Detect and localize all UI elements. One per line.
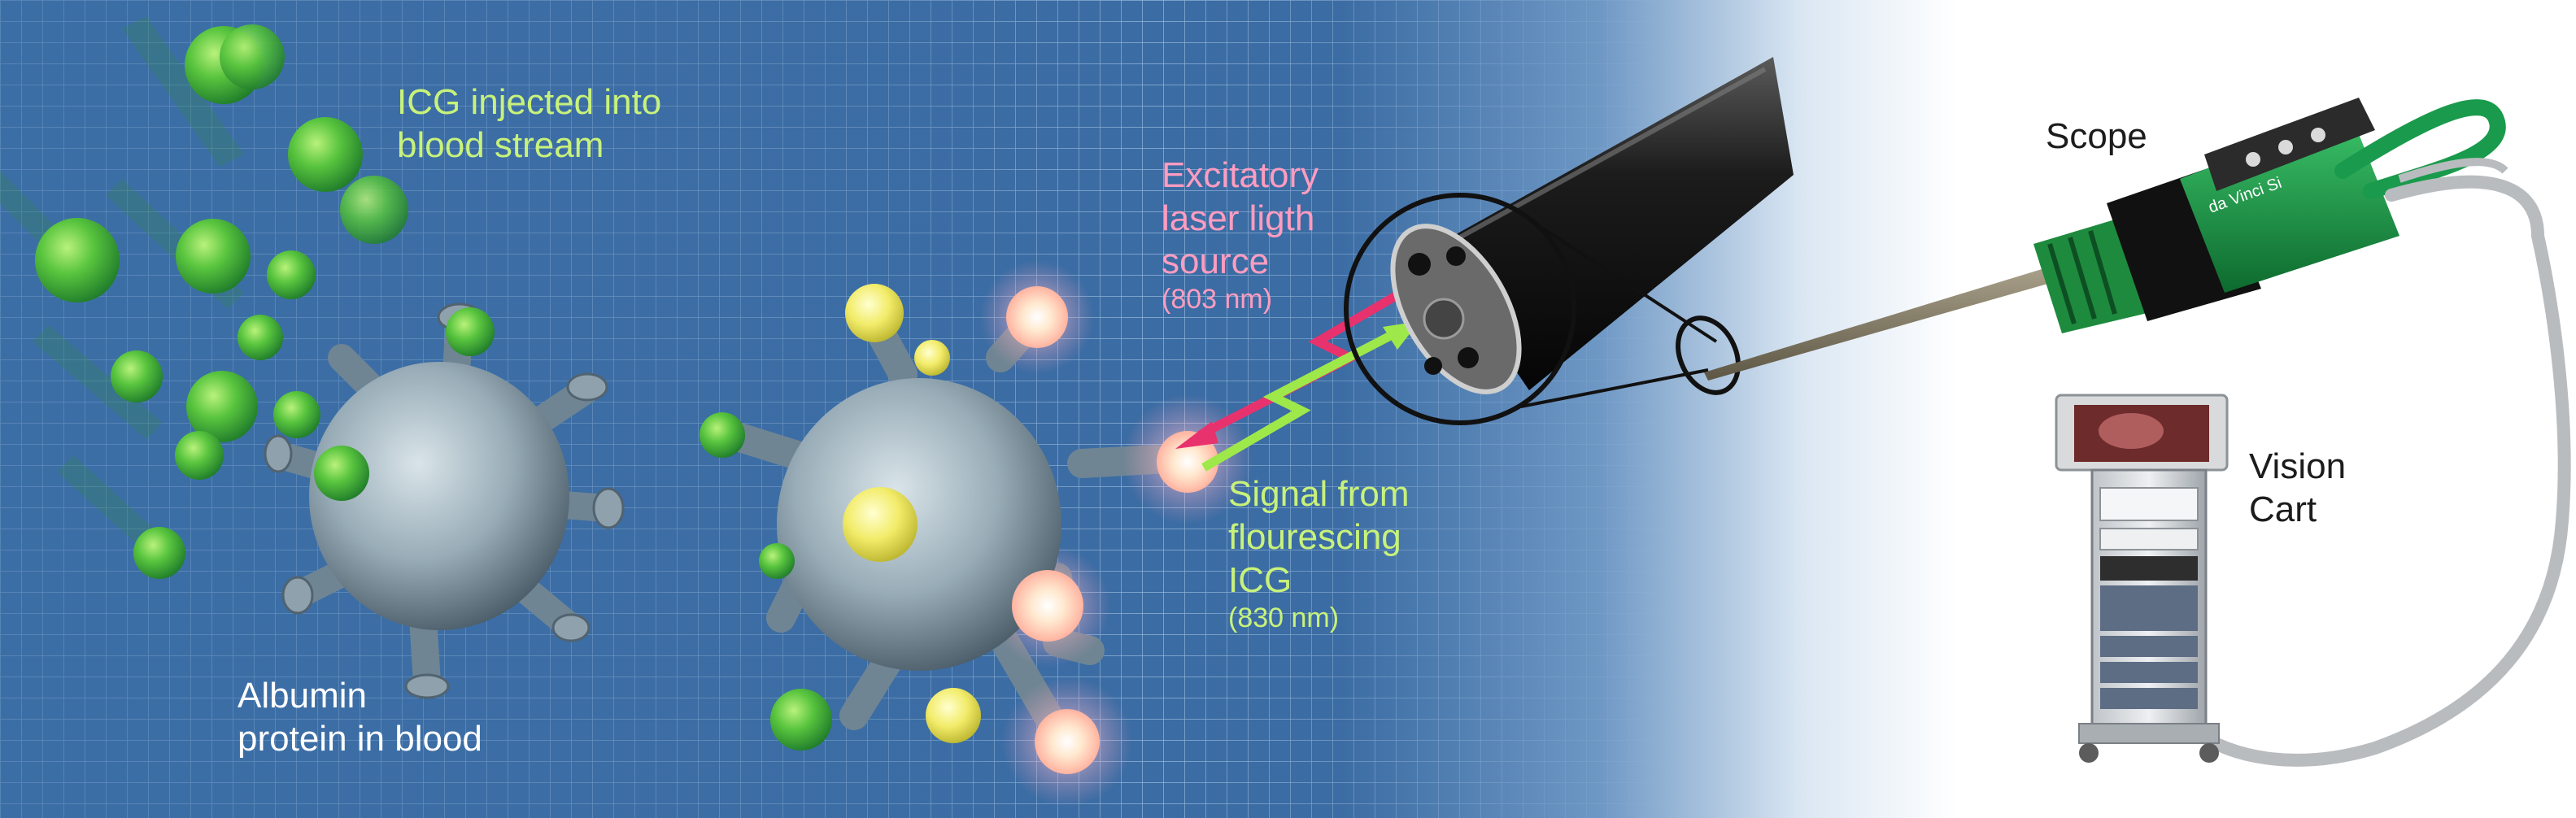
excitatory-label-line: source bbox=[1162, 241, 1319, 284]
icg-particle bbox=[220, 24, 285, 89]
excitatory-laser-label: Excitatory laser ligth source (803 nm) bbox=[1162, 154, 1319, 316]
icg-particle bbox=[340, 176, 408, 244]
icg-particle bbox=[133, 527, 185, 579]
icg-label-line: blood stream bbox=[397, 124, 661, 168]
icg-injection-label: ICG injected into blood stream bbox=[397, 81, 661, 168]
glowing-icg bbox=[1006, 286, 1068, 348]
excitatory-label-line: Excitatory bbox=[1162, 154, 1319, 198]
icg-particle bbox=[176, 219, 251, 294]
scope-label-text: Scope bbox=[2046, 115, 2147, 159]
green-icg bbox=[770, 689, 832, 751]
icg-particle bbox=[175, 431, 224, 480]
green-icg bbox=[759, 543, 795, 579]
icg-label-line: ICG injected into bbox=[397, 81, 661, 124]
icg-particle bbox=[35, 218, 120, 302]
green-icg bbox=[700, 412, 745, 458]
icg-particle bbox=[267, 250, 316, 299]
albumin-label-line: protein in blood bbox=[238, 718, 482, 761]
albumin-label-line: Albumin bbox=[238, 675, 482, 718]
icg-particle bbox=[111, 350, 163, 402]
yellow-icg bbox=[914, 340, 950, 376]
excitatory-wavelength: (803 nm) bbox=[1162, 283, 1319, 316]
bound-icg bbox=[314, 446, 369, 501]
bound-icg bbox=[446, 307, 495, 356]
albumin-label: Albumin protein in blood bbox=[238, 675, 482, 761]
signal-label-line: Signal from bbox=[1228, 473, 1410, 516]
signal-label-line: flourescing bbox=[1228, 516, 1410, 559]
icg-particle bbox=[288, 117, 363, 192]
yellow-icg bbox=[843, 487, 918, 562]
scope-label: Scope bbox=[2046, 115, 2147, 159]
signal-wavelength: (830 nm) bbox=[1228, 602, 1410, 635]
yellow-icg bbox=[926, 688, 981, 743]
icg-particle bbox=[238, 315, 283, 360]
yellow-icg bbox=[845, 284, 904, 342]
signal-label: Signal from flourescing ICG (830 nm) bbox=[1228, 473, 1410, 635]
glowing-icg bbox=[1012, 570, 1083, 642]
glowing-icg bbox=[1035, 709, 1100, 774]
vision-cart-label: Vision Cart bbox=[2249, 446, 2346, 532]
signal-label-line: ICG bbox=[1228, 559, 1410, 603]
icg-particle bbox=[273, 391, 320, 438]
vision-cart-label-line: Cart bbox=[2249, 489, 2346, 532]
vision-cart-label-line: Vision bbox=[2249, 446, 2346, 489]
excitatory-label-line: laser ligth bbox=[1162, 198, 1319, 241]
